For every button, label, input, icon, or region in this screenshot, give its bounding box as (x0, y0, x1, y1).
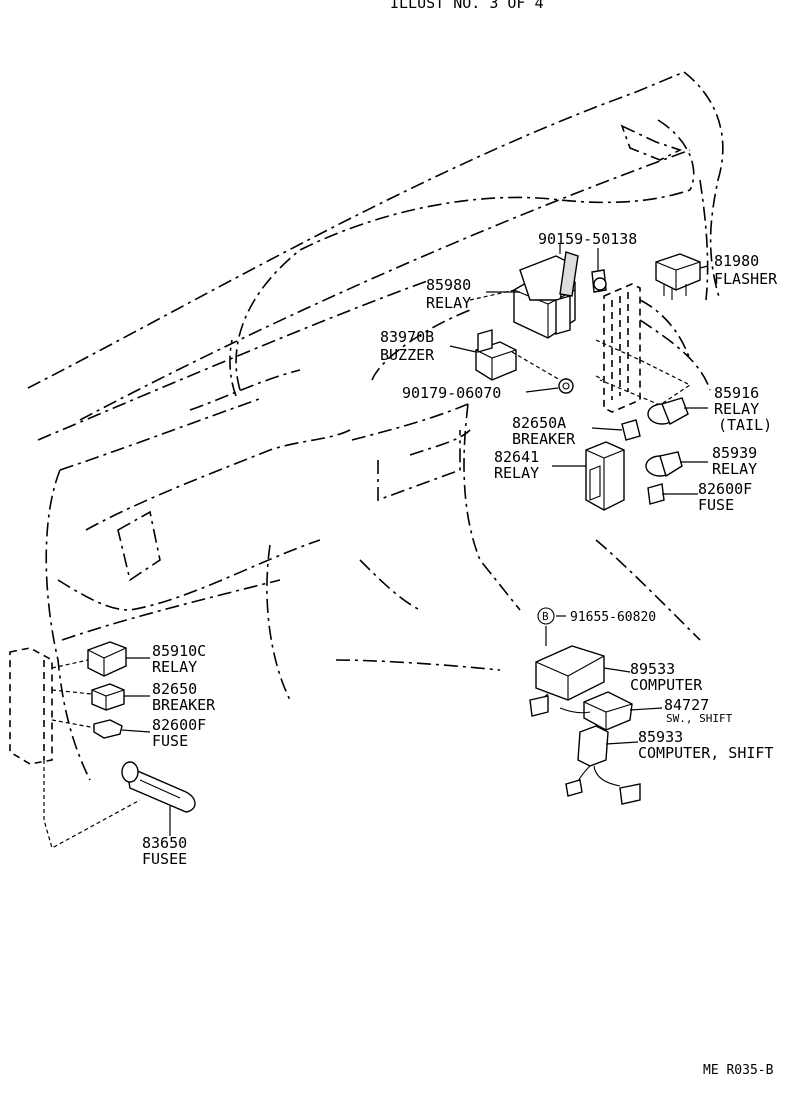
part-82650a-breaker-drawing (621, 419, 641, 441)
part-82641-relay-drawing (585, 441, 625, 511)
junction-panel (595, 283, 692, 413)
svg-text:83970B: 83970B (380, 328, 434, 346)
label-82600f-fuse-left: 82600F FUSE (152, 716, 206, 750)
svg-text:SW., SHIFT: SW., SHIFT (666, 712, 733, 725)
label-85980-relay: 85980 RELAY (426, 276, 471, 312)
label-85910c-relay: 85910C RELAY (152, 642, 206, 676)
label-81980-flasher: 81980 FLASHER (714, 252, 778, 288)
svg-text:RELAY: RELAY (426, 294, 471, 312)
marker-b-circle (537, 607, 555, 625)
svg-text:82600F: 82600F (698, 480, 752, 498)
label-82641-relay: 82641 RELAY (494, 448, 539, 482)
svg-text:(TAIL): (TAIL) (718, 416, 772, 434)
label-82600f-fuse-right: 82600F FUSE (698, 480, 752, 514)
label-89533-computer: 89533 COMPUTER (630, 660, 703, 694)
label-83970b-buzzer: 83970B BUZZER (380, 328, 435, 364)
svg-text:91655-60820: 91655-60820 (570, 610, 656, 625)
svg-text:82650A: 82650A (512, 414, 566, 432)
label-84727-sw-shift: 84727 SW., SHIFT (664, 696, 733, 725)
screw-90159-drawing (591, 269, 607, 293)
part-85910c-relay-drawing (87, 641, 127, 677)
svg-text:COMPUTER, SHIFT: COMPUTER, SHIFT (638, 744, 773, 762)
svg-text:85980: 85980 (426, 276, 471, 294)
svg-text:RELAY: RELAY (712, 460, 757, 478)
part-82600f-fuse-left-drawing (93, 719, 123, 739)
svg-text:84727: 84727 (664, 696, 709, 714)
illust-header: ILLUST NO. 3 OF 4 (390, 0, 544, 12)
part-84727-switch-drawing (559, 691, 633, 731)
part-83650-fusee-drawing (121, 761, 196, 813)
svg-text:81980: 81980 (714, 252, 759, 270)
svg-text:90159-50138: 90159-50138 (538, 230, 637, 248)
svg-text:82650: 82650 (152, 680, 197, 698)
part-89533-computer-drawing (529, 645, 605, 717)
svg-text:FLASHER: FLASHER (714, 270, 778, 288)
label-91655-60820: B 91655-60820 (537, 607, 656, 625)
label-90179-06070: 90179-06070 (402, 384, 501, 402)
label-90159-50138: 90159-50138 (538, 230, 637, 248)
svg-text:89533: 89533 (630, 660, 675, 678)
part-82650-breaker-drawing (91, 683, 125, 711)
svg-text:RELAY: RELAY (714, 400, 759, 418)
vehicle-outline (27, 71, 724, 781)
svg-text:RELAY: RELAY (494, 464, 539, 482)
label-85939-relay: 85939 RELAY (712, 444, 757, 478)
nut-90179-drawing (558, 378, 574, 394)
svg-text:85910C: 85910C (152, 642, 206, 660)
svg-text:85939: 85939 (712, 444, 757, 462)
svg-text:BUZZER: BUZZER (380, 346, 435, 364)
part-83970b-buzzer-drawing (475, 329, 517, 381)
svg-text:82600F: 82600F (152, 716, 206, 734)
svg-text:90179-06070: 90179-06070 (402, 384, 501, 402)
footer-code: ME R035-B (703, 1063, 774, 1078)
svg-text:BREAKER: BREAKER (512, 430, 576, 448)
svg-text:FUSEE: FUSEE (142, 850, 187, 868)
svg-text:BREAKER: BREAKER (152, 696, 216, 714)
part-82600f-fuse-right-drawing (647, 483, 665, 505)
svg-text:85933: 85933 (638, 728, 683, 746)
part-81980-flasher-drawing (655, 253, 701, 300)
svg-text:B: B (542, 610, 549, 623)
part-85939-relay-drawing (645, 451, 683, 478)
svg-text:FUSE: FUSE (152, 732, 188, 750)
part-85980-relay-drawing (513, 251, 579, 339)
leaders (121, 244, 709, 836)
svg-text:COMPUTER: COMPUTER (630, 676, 703, 694)
part-85916-relay-drawing (647, 397, 689, 425)
svg-text:RELAY: RELAY (152, 658, 197, 676)
label-85916-relay-tail: 85916 RELAY (TAIL) (714, 384, 772, 434)
label-85933-computer-shift: 85933 COMPUTER, SHIFT (638, 728, 773, 762)
svg-text:FUSE: FUSE (698, 496, 734, 514)
label-82650a-breaker: 82650A BREAKER (512, 414, 576, 448)
part-85933-computer-shift-drawing (565, 725, 641, 805)
label-83650-fusee: 83650 FUSEE (142, 834, 187, 868)
svg-text:85916: 85916 (714, 384, 759, 402)
svg-text:83650: 83650 (142, 834, 187, 852)
label-82650-breaker: 82650 BREAKER (152, 680, 216, 714)
left-panel (9, 647, 141, 849)
svg-text:82641: 82641 (494, 448, 539, 466)
